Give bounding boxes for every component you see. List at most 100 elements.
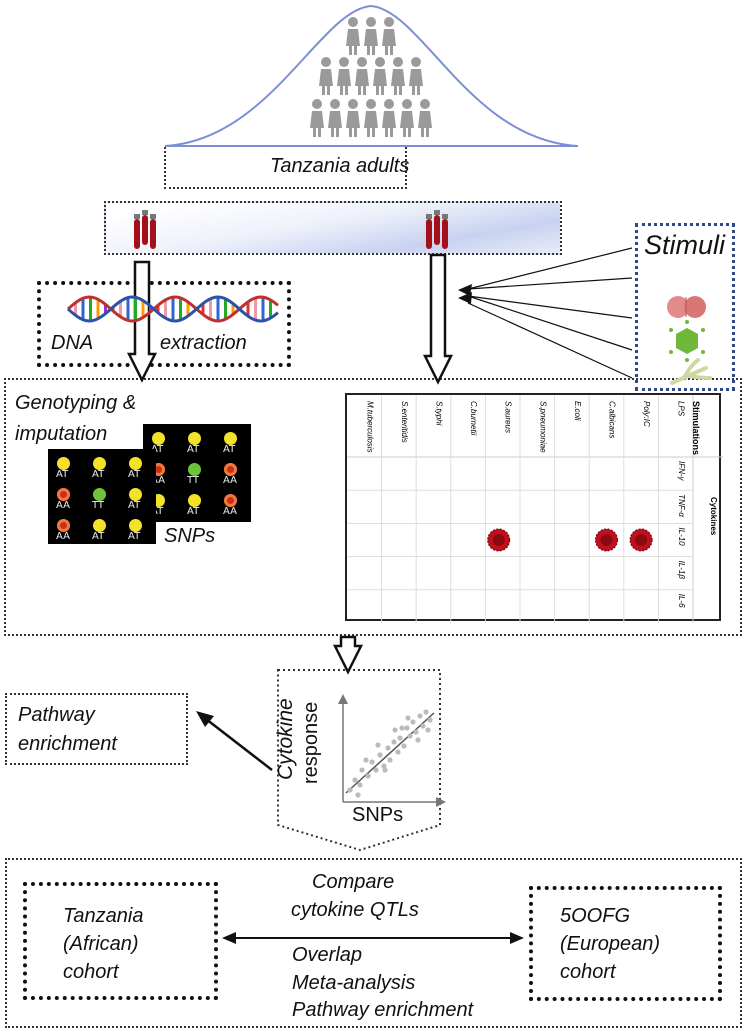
population-label-box bbox=[164, 147, 407, 189]
blood-band bbox=[104, 201, 562, 255]
stimulation-label: S.pneumoniae bbox=[538, 401, 547, 453]
stimulus-line bbox=[467, 295, 633, 319]
person-icon bbox=[346, 99, 360, 137]
scatter-ylabel-italic: Cytokine bbox=[274, 698, 297, 780]
stimulation-label: S.aureus bbox=[504, 401, 513, 433]
population-graphic bbox=[164, 4, 579, 147]
scatter-point bbox=[415, 737, 421, 743]
person-icon bbox=[418, 99, 432, 137]
tubes-graphic bbox=[134, 210, 448, 249]
person-icon bbox=[337, 57, 351, 95]
pathway-enrichment-line: Pathway enrichment bbox=[292, 999, 474, 1021]
snp-spot: AT bbox=[48, 453, 84, 487]
stimulus-line bbox=[467, 247, 633, 290]
compare-line1: Compare bbox=[312, 871, 395, 893]
trend-line bbox=[345, 712, 435, 794]
person-icon bbox=[364, 17, 378, 55]
meta-analysis-line: Meta-analysis bbox=[292, 972, 416, 994]
pathway-line1: Pathway bbox=[18, 704, 95, 726]
scatter-point bbox=[413, 729, 419, 735]
pathway-box bbox=[5, 693, 188, 765]
person-icon bbox=[355, 57, 369, 95]
scatter-point bbox=[425, 727, 431, 733]
person-icon bbox=[328, 99, 342, 137]
person-icon bbox=[409, 57, 423, 95]
stimulation-label: LPS bbox=[677, 401, 686, 417]
stimulation-label: S.typhi bbox=[435, 401, 444, 426]
fg500-line2: (European) bbox=[560, 933, 661, 955]
stimulation-label: Poly:IC bbox=[642, 401, 651, 427]
stimuli-box bbox=[635, 223, 735, 391]
stimulation-label: C.burnetii bbox=[469, 401, 478, 435]
person-icon bbox=[382, 17, 396, 55]
snp-spot: AT bbox=[120, 484, 156, 518]
snp-spot: TT bbox=[84, 484, 120, 518]
person-icon bbox=[373, 57, 387, 95]
snps-label: SNPs bbox=[164, 525, 216, 547]
arrowhead-left bbox=[222, 932, 236, 944]
fungus-icon bbox=[670, 358, 712, 385]
snp-spot: AT bbox=[120, 515, 156, 549]
genotyping-title-1: Genotyping & bbox=[15, 392, 137, 414]
snp-spot: AT bbox=[84, 515, 120, 549]
scatter-box bbox=[277, 669, 441, 852]
stimulus-line bbox=[467, 302, 633, 379]
association-marker bbox=[487, 528, 511, 552]
person-icon bbox=[346, 17, 360, 55]
cytokine-table: LPS Poly:IC C.albicans E.coli S.pneumoniae S.… bbox=[345, 393, 723, 623]
snp-spot: AA bbox=[215, 459, 251, 493]
scatter-point bbox=[352, 777, 358, 783]
scatter-point bbox=[427, 717, 433, 723]
scatter-point bbox=[355, 792, 361, 798]
virus-icon bbox=[669, 320, 705, 362]
scatter-point bbox=[420, 723, 426, 729]
population-label: Tanzania adults bbox=[270, 155, 410, 177]
blood-tubes-left bbox=[134, 210, 156, 249]
scatter-point bbox=[359, 767, 365, 773]
scatter-point bbox=[410, 719, 416, 725]
scatter-point bbox=[347, 787, 353, 793]
stimuli-title: Stimuli bbox=[644, 230, 726, 260]
person-icon bbox=[319, 57, 333, 95]
scatter-point bbox=[369, 759, 375, 765]
genotyping-title-2: imputation bbox=[15, 423, 108, 445]
scatter-point bbox=[377, 752, 383, 758]
extraction-label: extraction bbox=[160, 332, 247, 354]
bell-curve bbox=[164, 4, 579, 147]
snp-spot: AT bbox=[179, 428, 215, 462]
person-icon bbox=[391, 57, 405, 95]
scatter-point bbox=[401, 743, 407, 749]
stimulation-label: E.coli bbox=[573, 401, 582, 421]
cytokine-label: IL-1β bbox=[677, 561, 686, 580]
pathway-line2: enrichment bbox=[18, 733, 117, 755]
scatter-point bbox=[363, 757, 369, 763]
arrow-down-cytokine bbox=[332, 635, 364, 675]
dna-helix-icon bbox=[67, 295, 279, 323]
cytokine-label: IL-6 bbox=[677, 594, 686, 608]
scatter-point bbox=[365, 773, 371, 779]
scatter-point bbox=[391, 739, 397, 745]
fg500-line1: 5OOFG bbox=[560, 905, 631, 927]
snp-spot: AT bbox=[84, 453, 120, 487]
cytokine-label: IFN-γ bbox=[677, 461, 686, 482]
scatter-point bbox=[387, 757, 393, 763]
stimulations-header: Stimulations bbox=[691, 401, 701, 455]
scatter-point bbox=[405, 715, 411, 721]
scatter-xlabel: SNPs bbox=[352, 804, 404, 826]
stimulation-label: S.enteritidis bbox=[400, 401, 409, 443]
dna-extraction-box bbox=[37, 281, 291, 367]
scatter-point bbox=[373, 767, 379, 773]
scatter-point bbox=[395, 749, 401, 755]
blood-tubes-right bbox=[426, 210, 448, 249]
scatter-point bbox=[382, 767, 388, 773]
scatter-point bbox=[417, 713, 423, 719]
scatter-point bbox=[423, 709, 429, 715]
stimulation-label: C.albicans bbox=[608, 401, 617, 438]
snp-spot: AT bbox=[215, 428, 251, 462]
stimulation-label: M.tuberculosis bbox=[365, 401, 374, 453]
snp-spot: AT bbox=[120, 453, 156, 487]
scatter-point bbox=[375, 742, 381, 748]
